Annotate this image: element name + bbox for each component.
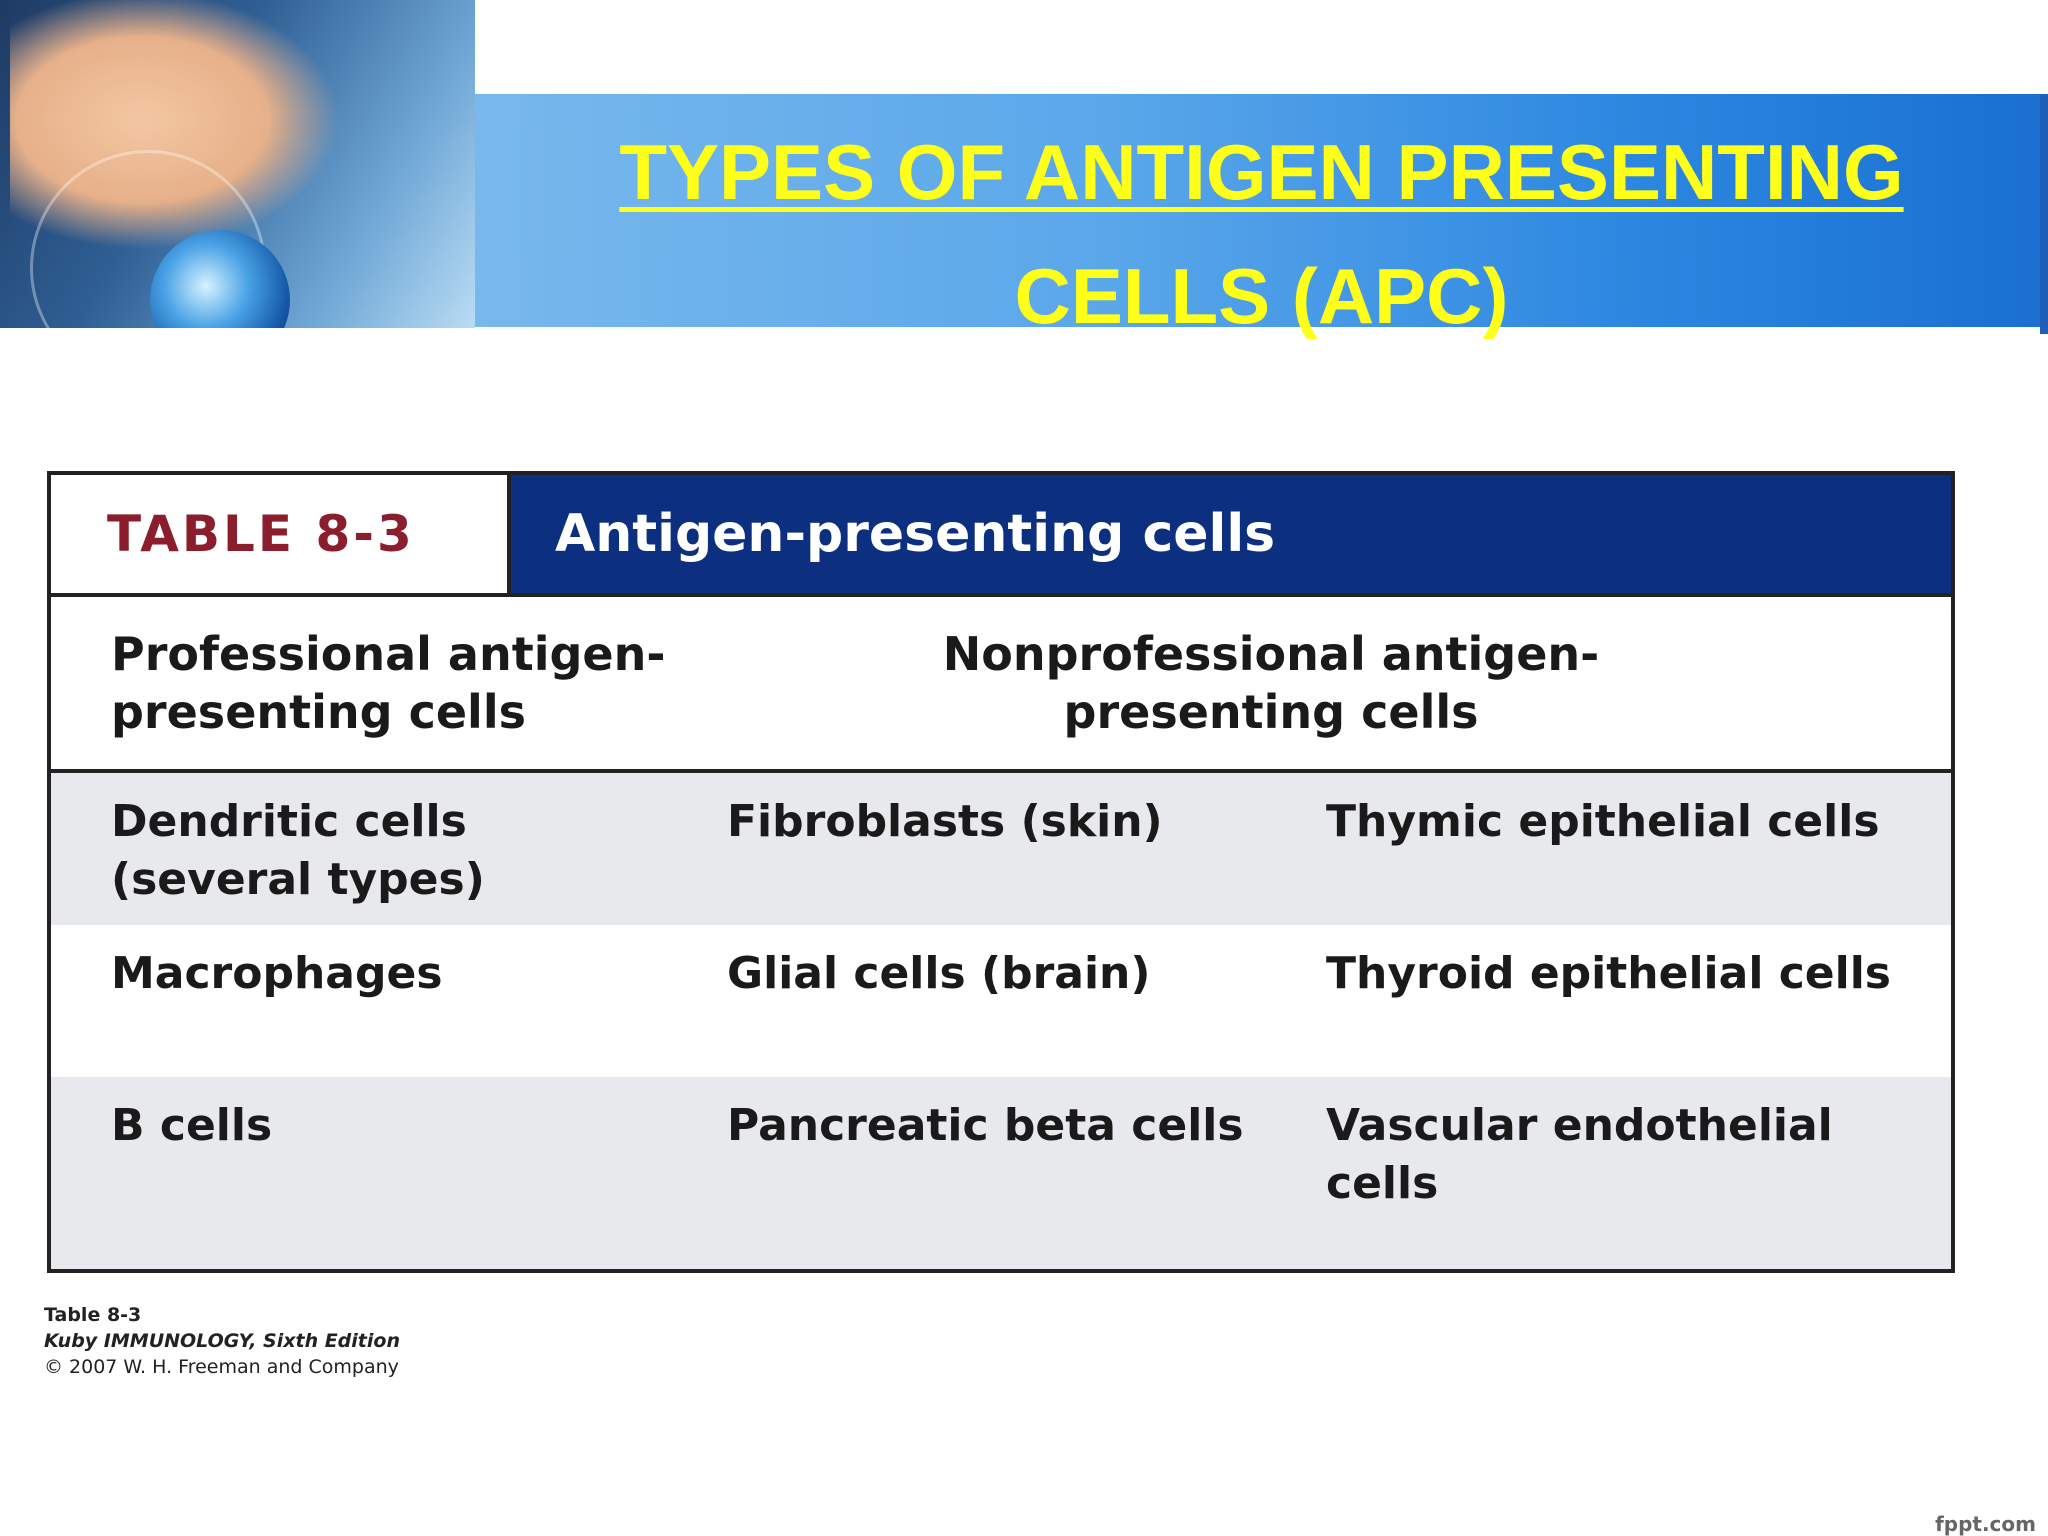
slide-title-line2: CELLS (APC)	[1014, 252, 1509, 340]
slide-title-line1: TYPES OF ANTIGEN PRESENTING	[619, 128, 1904, 216]
column-header-professional: Professional antigen-presenting cells	[111, 627, 666, 739]
table-row: Dendritic cells (several types) Fibrobla…	[51, 773, 1951, 925]
table-header: TABLE 8-3 Antigen-presenting cells	[51, 475, 1951, 597]
table-cell-nonprofessional: Thyroid epithelial cells	[1326, 948, 1891, 999]
caption-book-title: Kuby IMMUNOLOGY, Sixth Edition	[44, 1330, 400, 1352]
watermark: fppt.com	[1935, 1512, 2036, 1536]
column-header-nonprofessional: Nonprofessional antigen-presenting cells	[942, 627, 1600, 739]
caption-copyright: © 2007 W. H. Freeman and Company	[44, 1356, 399, 1378]
table-title: Antigen-presenting cells	[511, 475, 1951, 593]
title-band	[475, 94, 2048, 327]
table-source-caption: Table 8-3 Kuby IMMUNOLOGY, Sixth Edition…	[44, 1302, 400, 1380]
table-cell-nonprofessional: Fibroblasts (skin)	[727, 796, 1163, 847]
table-row: B cells Pancreatic beta cells Vascular e…	[51, 1077, 1951, 1269]
apc-table: TABLE 8-3 Antigen-presenting cells Profe…	[47, 471, 1955, 1273]
table-cell-nonprofessional: Pancreatic beta cells	[727, 1100, 1244, 1151]
table-number: TABLE 8-3	[51, 475, 511, 593]
table-cell-professional: Dendritic cells (several types)	[111, 796, 485, 905]
header-photo-hand-globe	[0, 0, 475, 328]
slide-title: TYPES OF ANTIGEN PRESENTING CELLS (APC)	[475, 110, 2048, 358]
table-cell-professional: Macrophages	[111, 948, 443, 999]
table-cell-professional: B cells	[111, 1100, 273, 1151]
table-cell-nonprofessional: Glial cells (brain)	[727, 948, 1151, 999]
table-cell-nonprofessional: Vascular endothelial cells	[1326, 1100, 1833, 1209]
table-column-headers: Professional antigen-presenting cells No…	[51, 597, 1951, 773]
caption-table-number: Table 8-3	[44, 1304, 142, 1326]
title-band-edge	[2040, 94, 2048, 334]
table-cell-nonprofessional: Thymic epithelial cells	[1326, 796, 1880, 847]
table-row: Macrophages Glial cells (brain) Thyroid …	[51, 925, 1951, 1077]
